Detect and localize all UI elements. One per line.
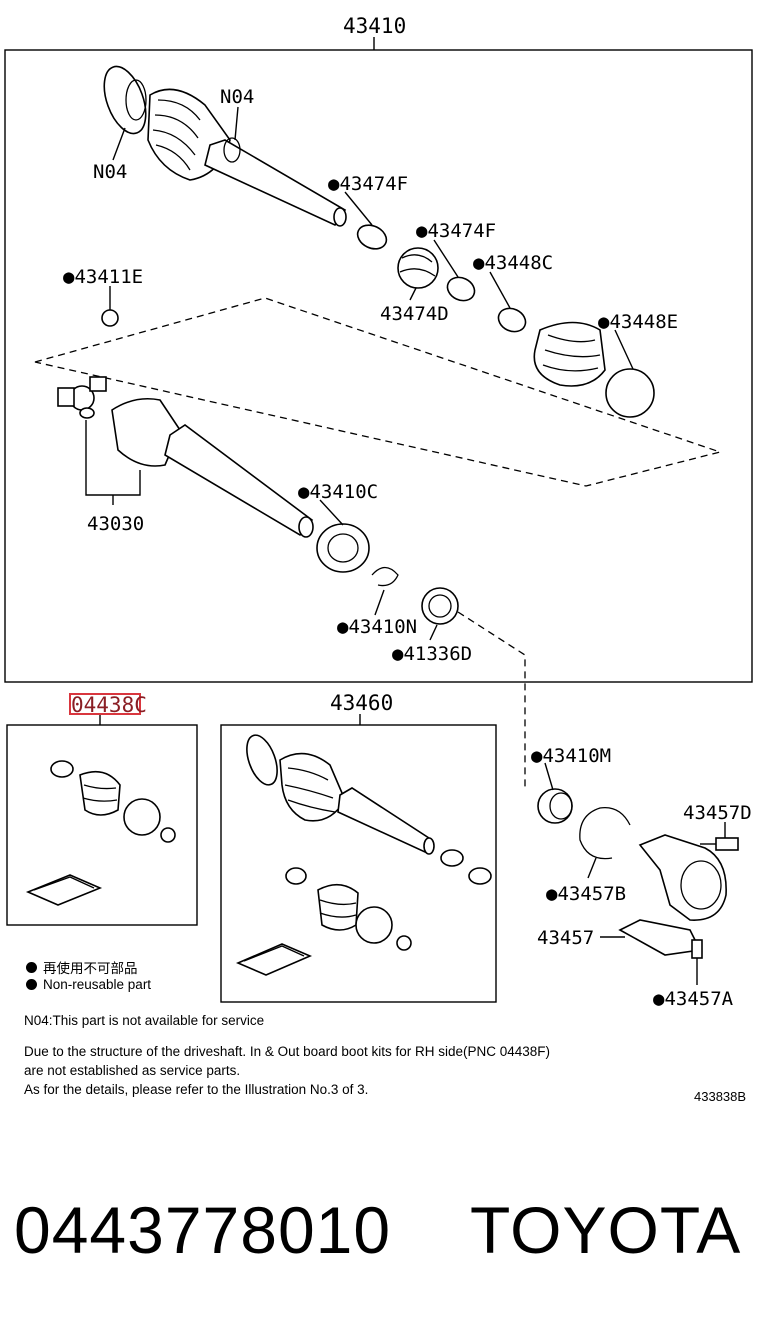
clamp-43448C (497, 307, 527, 333)
kit-43460-parts (235, 734, 492, 976)
bolt-43457D (700, 837, 739, 851)
label-43457A[interactable]: ●43457A (653, 988, 734, 1010)
label-43448C[interactable]: ●43448C (473, 252, 553, 274)
inner-cv-housing (111, 397, 314, 538)
label-43410N[interactable]: ●43410N (337, 616, 417, 638)
snap-ring-43410N (371, 566, 399, 587)
label-n04-left[interactable]: N04 (93, 161, 127, 183)
inner-joint-group-outline (34, 297, 723, 487)
label-43410C[interactable]: ●43410C (298, 481, 378, 503)
bolt-43457A (691, 939, 703, 985)
label-43474F-2[interactable]: ●43474F (416, 220, 496, 242)
highlight-box-04438C (69, 693, 141, 715)
snap-ring-43411E (101, 309, 119, 327)
label-43457D[interactable]: 43457D (683, 802, 752, 824)
label-43457[interactable]: 43457 (537, 927, 594, 949)
bearing-43410C (316, 523, 370, 573)
boot-kit-box-04438C (6, 724, 198, 926)
tripod-joint (57, 376, 107, 419)
label-41336D[interactable]: ●41336D (392, 643, 472, 665)
drawing-code: 433838B (694, 1089, 747, 1104)
clamp-43474F-2 (446, 276, 476, 302)
label-43474D[interactable]: 43474D (380, 303, 449, 325)
inner-boot-43474D (397, 247, 439, 289)
bearing-43410M (537, 788, 573, 824)
outer-boot-43448E (533, 321, 606, 387)
label-43460[interactable]: 43460 (330, 691, 393, 715)
clamp-43474F-1 (356, 224, 388, 250)
part-number: 0443778010 (14, 1193, 392, 1267)
brand-name: TOYOTA (470, 1193, 742, 1267)
label-43410[interactable]: 43410 (343, 14, 406, 38)
snap-ring-43457B (579, 806, 631, 860)
label-43411E[interactable]: ●43411E (63, 266, 143, 288)
note-line-2: are not established as service parts. (24, 1063, 241, 1078)
legend-jp: 再使用不可部品 (26, 957, 138, 977)
label-04438C[interactable]: 04438C (71, 693, 147, 717)
legend-en: Non-reusable part (26, 977, 151, 992)
note-line-1: Due to the structure of the driveshaft. … (24, 1044, 550, 1059)
main-assembly-frame (4, 49, 753, 683)
label-n04-top[interactable]: N04 (220, 86, 254, 108)
outer-cv-joint (103, 65, 347, 227)
bullet-icon (26, 979, 37, 990)
clamp-43448E (605, 368, 655, 418)
note-line-3: As for the details, please refer to the … (24, 1082, 369, 1097)
label-43474F-1[interactable]: ●43474F (328, 173, 408, 195)
boot-kit-box-43460 (220, 724, 497, 1003)
legend-en-text: Non-reusable part (43, 977, 152, 992)
dashed-leader-seal (457, 611, 526, 790)
bullet-icon (26, 961, 37, 973)
parts-diagram: 43410 N04 N04 ●43474F 43474D ●43474F ●43… (4, 14, 753, 1010)
dust-seal-41336D (421, 587, 459, 625)
steering-knuckle-43457 (618, 834, 727, 956)
label-43457B[interactable]: ●43457B (546, 883, 626, 905)
note-n04: N04:This part is not available for servi… (24, 1013, 265, 1028)
label-43410M[interactable]: ●43410M (531, 745, 611, 767)
legend-jp-text: 再使用不可部品 (43, 961, 138, 976)
kit-04438C-parts (25, 760, 176, 906)
label-43030[interactable]: 43030 (87, 513, 144, 535)
label-43448E[interactable]: ●43448E (598, 311, 678, 333)
